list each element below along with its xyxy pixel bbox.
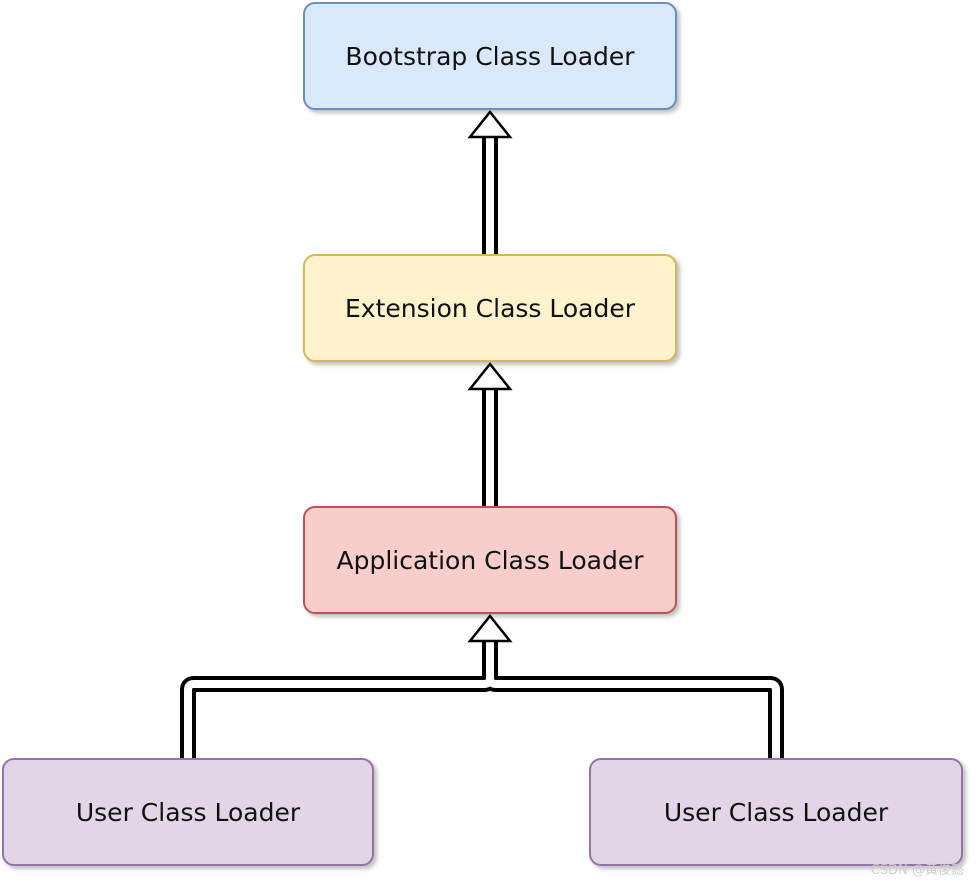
node-label: Extension Class Loader	[344, 293, 636, 323]
watermark: CSDN @黄俊懿	[870, 863, 964, 878]
node-label: User Class Loader	[663, 797, 889, 827]
user-class-loader-node-right: User Class Loader	[589, 758, 963, 866]
node-label: Application Class Loader	[336, 545, 644, 575]
user-class-loader-node-left: User Class Loader	[2, 758, 374, 866]
bootstrap-class-loader-node: Bootstrap Class Loader	[303, 2, 677, 110]
node-label: Bootstrap Class Loader	[345, 41, 635, 71]
arrowhead-bootstrap	[467, 109, 513, 139]
application-class-loader-node: Application Class Loader	[303, 506, 677, 614]
node-label: User Class Loader	[75, 797, 301, 827]
extension-class-loader-node: Extension Class Loader	[303, 254, 677, 362]
edge-users-to-application	[180, 638, 784, 758]
arrowhead-application	[467, 613, 513, 643]
arrowhead-extension	[467, 361, 513, 391]
